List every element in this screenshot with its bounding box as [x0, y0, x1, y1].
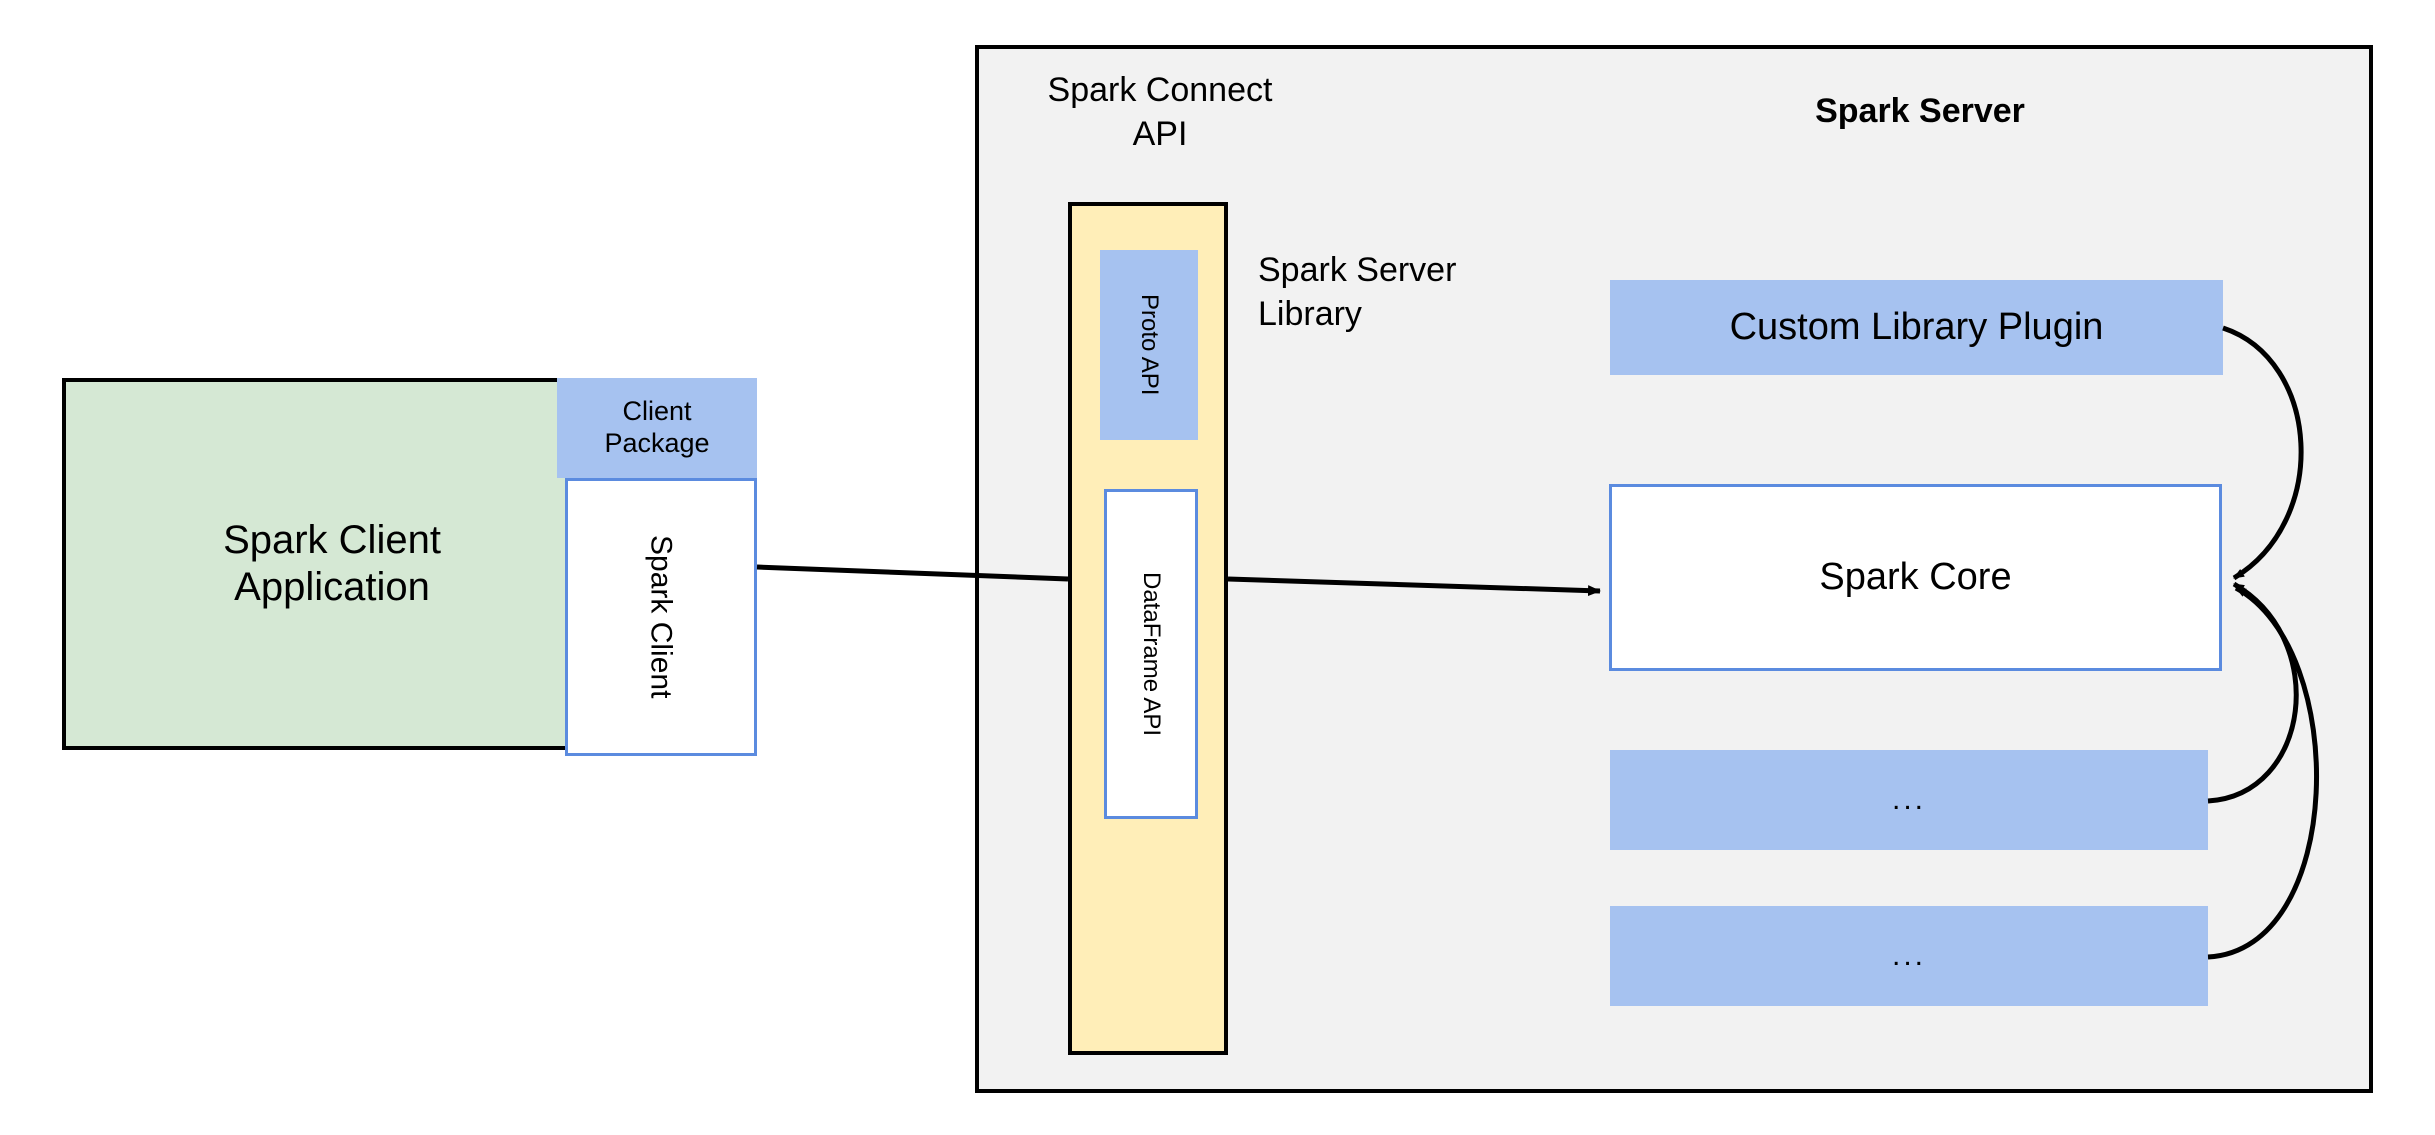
- ellipsis-box-1[interactable]: ...: [1610, 750, 2208, 850]
- spark-core-label: Spark Core: [1819, 556, 2012, 599]
- ellipsis-label-2: ...: [1891, 939, 1926, 973]
- ellipsis-box-2[interactable]: ...: [1610, 906, 2208, 1006]
- ellipsis-label-1: ...: [1891, 783, 1926, 817]
- dataframe-api-box[interactable]: DataFrame API: [1104, 489, 1198, 819]
- client-package-box[interactable]: Client Package: [557, 378, 757, 478]
- spark-client-label: Spark Client: [644, 535, 678, 699]
- custom-library-plugin-label: Custom Library Plugin: [1729, 306, 2104, 349]
- spark-client-box[interactable]: Spark Client: [565, 478, 757, 756]
- spark-server-library-label: Spark Server Library: [1258, 251, 1457, 334]
- proto-api-box[interactable]: Proto API: [1100, 250, 1198, 440]
- spark-connect-api-label: Spark Connect API: [1047, 71, 1273, 154]
- dataframe-api-label: DataFrame API: [1138, 571, 1166, 737]
- spark-server-title: Spark Server: [1815, 92, 2025, 130]
- spark-client-application-box[interactable]: Spark Client Application: [62, 378, 602, 750]
- spark-client-application-label: Spark Client Application: [223, 517, 441, 609]
- proto-api-label: Proto API: [1136, 294, 1164, 396]
- custom-library-plugin-box[interactable]: Custom Library Plugin: [1610, 280, 2223, 375]
- spark-core-box[interactable]: Spark Core: [1609, 484, 2222, 671]
- client-package-label: Client Package: [604, 396, 710, 458]
